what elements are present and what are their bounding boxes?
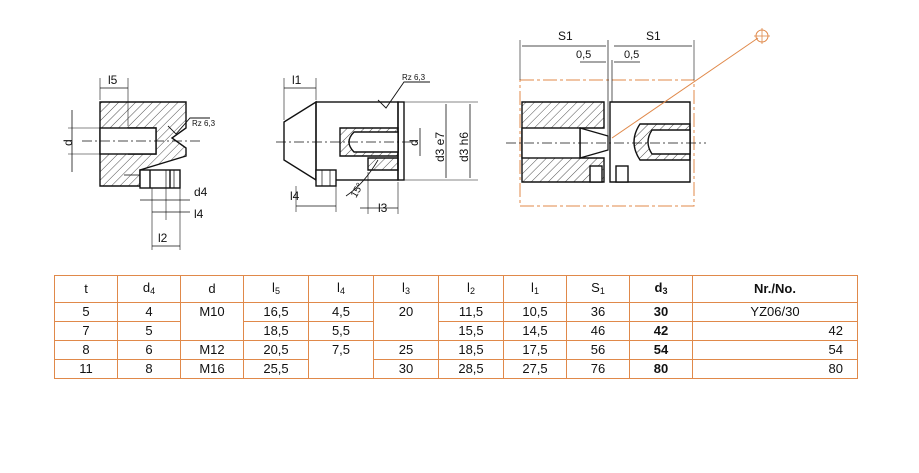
cell-l1: 14,5 [503,321,567,341]
cell-l3 [373,321,439,341]
cell-l2: 15,5 [438,321,504,341]
cell-l4: 4,5 [308,302,374,322]
cell-t: 5 [54,302,118,322]
cell-s1: 46 [566,321,630,341]
view-3-assembly [506,28,770,207]
cell-t: 7 [54,321,118,341]
view1-roughness-label: Rz 6,3 [192,119,216,128]
table-header-row: t d4 d l5 l4 l3 l2 l1 S1 d3 Nr./No. [54,275,858,303]
cell-d3: 80 [629,359,693,379]
cell-l4: 5,5 [308,321,374,341]
table-row: 7 5 18,5 5,5 15,5 14,5 46 42 42 [54,321,858,341]
cell-nr: 54 [692,340,858,360]
cell-l5: 16,5 [243,302,309,322]
cell-l3: 25 [373,340,439,360]
view1-d4-label: d4 [194,185,208,199]
view2-roughness-label: Rz 6,3 [402,73,426,82]
cell-d3: 30 [629,302,693,322]
cell-l2: 18,5 [438,340,504,360]
view2-d-label: d [407,139,421,146]
view2-l3-label: l3 [378,201,388,215]
cell-l1: 27,5 [503,359,567,379]
cell-d3: 54 [629,340,693,360]
cell-l1: 10,5 [503,302,567,322]
col-header-nr: Nr./No. [692,275,858,303]
cell-nr: YZ06/30 [692,302,858,322]
table-row: 11 8 M16 25,5 30 28,5 27,5 76 80 80 [54,359,858,379]
view2-l1-label: l1 [292,73,302,87]
dimension-table: t d4 d l5 l4 l3 l2 l1 S1 d3 Nr./No. 5 4 … [54,275,858,379]
cell-l1: 17,5 [503,340,567,360]
view1-l4-label: l4 [194,207,204,221]
view1-l2-label: l2 [158,231,168,245]
view1-l5-label: l5 [108,73,118,87]
cell-l4 [308,359,374,379]
col-header-l3: l3 [373,275,439,303]
cell-d3: 42 [629,321,693,341]
cell-l5: 25,5 [243,359,309,379]
table-row: 8 6 M12 20,5 7,5 25 18,5 17,5 56 54 54 [54,340,858,360]
table-row: 5 4 M10 16,5 4,5 20 11,5 10,5 36 30 YZ06… [54,302,858,322]
cell-l5: 18,5 [243,321,309,341]
cell-d: M12 [180,340,244,360]
view2-d3e7-label: d3 e7 [433,132,447,162]
technical-drawings: l5 d Rz 6,3 d4 l4 l2 [61,28,770,250]
col-header-l2: l2 [438,275,504,303]
cell-d4: 5 [117,321,181,341]
cell-l5: 20,5 [243,340,309,360]
cell-d [180,321,244,341]
cell-d4: 6 [117,340,181,360]
view2-d3h6-label: d3 h6 [457,132,471,162]
cell-d: M10 [180,302,244,322]
view3-s1-right-label: S1 [646,29,661,43]
cell-l2: 11,5 [438,302,504,322]
view3-s1-left-label: S1 [558,29,573,43]
col-header-d4: d4 [117,275,181,303]
col-header-l5: l5 [243,275,309,303]
cell-s1: 76 [566,359,630,379]
view3-05-left-label: 0,5 [576,49,591,61]
cell-d: M16 [180,359,244,379]
col-header-d: d [180,275,244,303]
view1-d-label: d [61,139,75,146]
cell-l4: 7,5 [308,340,374,360]
col-header-t: t [54,275,118,303]
col-header-l4: l4 [308,275,374,303]
cell-d4: 8 [117,359,181,379]
cell-d4: 4 [117,302,181,322]
view2-l4-label: l4 [290,189,300,203]
cell-l3: 30 [373,359,439,379]
cell-t: 8 [54,340,118,360]
cell-s1: 36 [566,302,630,322]
col-header-s1: S1 [566,275,630,303]
view2-angle-label: 15° [349,181,366,200]
cell-s1: 56 [566,340,630,360]
view3-05-right-label: 0,5 [624,49,639,61]
cell-nr: 42 [692,321,858,341]
view-1-side-piece [68,78,210,250]
col-header-d3: d3 [629,275,693,303]
col-header-l1: l1 [503,275,567,303]
cell-l3: 20 [373,302,439,322]
view-2-conical-piece [276,78,478,214]
cell-l2: 28,5 [438,359,504,379]
cell-nr: 80 [692,359,858,379]
cell-t: 11 [54,359,118,379]
